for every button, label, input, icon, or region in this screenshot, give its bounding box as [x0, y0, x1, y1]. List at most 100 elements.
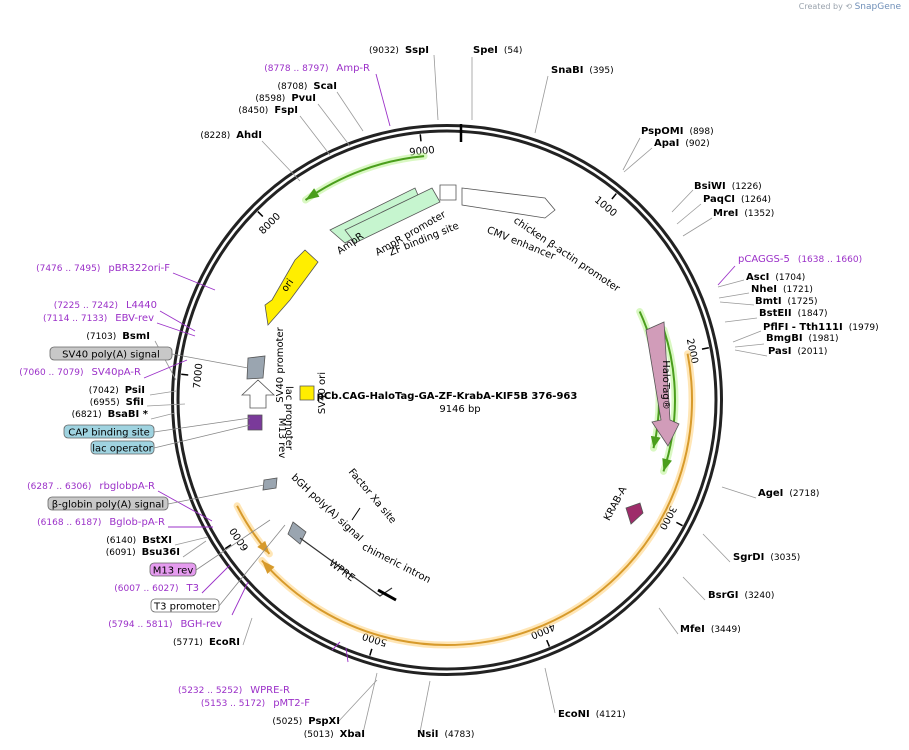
- primer-label: (7476 .. 7495)pBR322ori-F: [36, 263, 170, 274]
- enzyme-pos: (8708): [277, 82, 307, 92]
- box-leader: [171, 353, 249, 369]
- enzyme-leader: [242, 617, 253, 646]
- box-label-bg: [90, 440, 155, 455]
- enzyme-name: ApaI: [654, 138, 679, 149]
- enzyme-leader: [337, 679, 378, 723]
- features-layer: [233, 152, 696, 649]
- enzyme-leader: [734, 349, 768, 357]
- feature-label: chimeric intron: [360, 542, 432, 586]
- primer-leader: [717, 265, 736, 286]
- enzyme-name: MreI: [713, 208, 738, 219]
- primer-range: (7476 .. 7495): [36, 264, 100, 274]
- primer-range: (6287 .. 6306): [27, 482, 91, 492]
- enzyme-label: SpeI(54): [473, 45, 522, 56]
- feature-sv40-ori: [299, 385, 315, 401]
- box-leader: [167, 484, 265, 505]
- enzyme-label: (5771)EcoRI: [173, 637, 240, 648]
- box-label-text: β-globin poly(A) signal: [52, 500, 164, 511]
- box-label-bg: [63, 424, 155, 439]
- primer-range: (7060 .. 7079): [19, 368, 83, 378]
- primer-range: (5794 .. 5811): [108, 620, 172, 630]
- primer-label: (5794 .. 5811)BGH-rev: [108, 619, 222, 630]
- primer-name: EBV-rev: [115, 313, 154, 324]
- primer-range: (7225 .. 7242): [54, 301, 118, 311]
- primer-name: pCAGGS-5: [738, 254, 790, 265]
- box-label-text: SV40 poly(A) signal: [62, 350, 160, 361]
- enzyme-label: AscI(1704): [746, 272, 805, 283]
- feature-ori: [264, 249, 319, 326]
- enzyme-leader: [658, 607, 679, 635]
- enzyme-name: PvuI: [291, 93, 316, 104]
- enzyme-pos: (2011): [797, 347, 827, 357]
- feature-label: M13 rev: [276, 418, 287, 459]
- feature-bgh: [262, 477, 278, 491]
- box-label-bg: [49, 346, 173, 361]
- feature-wpre: [299, 537, 393, 597]
- enzyme-pos: (7103): [86, 332, 116, 342]
- enzyme-leader: [682, 576, 706, 601]
- enzyme-leader: [174, 536, 209, 546]
- enzyme-leader: [623, 147, 653, 173]
- primer-range: (8778 .. 8797): [264, 64, 328, 74]
- primer-label: pCAGGS-5(1638 .. 1660): [738, 254, 862, 265]
- enzyme-label: BmtI(1725): [755, 296, 817, 307]
- enzyme-pos: (7042): [89, 386, 119, 396]
- enzyme-label: (7042) PsiI: [89, 385, 145, 396]
- ruler-tick: [676, 521, 683, 527]
- enzyme-leader: [671, 189, 694, 213]
- enzyme-name: BmgBI: [766, 333, 803, 344]
- enzyme-label: (5013)XbaI: [304, 729, 365, 740]
- enzyme-name: BstEII: [759, 308, 792, 319]
- ruler-tick: [224, 544, 232, 550]
- enzyme-leader: [317, 103, 351, 147]
- ruler-label: 7000: [192, 363, 205, 389]
- primer-leader: [375, 73, 391, 127]
- ruler-label: 1000: [592, 195, 619, 220]
- enzyme-pos: (1226): [732, 182, 762, 192]
- primer-range: (5153 .. 5172): [201, 699, 265, 709]
- primer-leader: [172, 272, 216, 291]
- primer-label: (7225 .. 7242)L4440: [54, 300, 157, 311]
- enzyme-leader: [544, 667, 556, 714]
- enzyme-leader: [719, 301, 755, 306]
- enzyme-pos: (1725): [788, 297, 818, 307]
- enzyme-name: ScaI: [313, 81, 337, 92]
- enzyme-leader: [433, 54, 439, 121]
- enzyme-pos: (8228): [200, 131, 230, 141]
- primer-leader: [231, 581, 249, 616]
- feature-factor-xa: [351, 507, 361, 521]
- enzyme-leader: [150, 412, 176, 420]
- enzyme-name: PsiI: [125, 385, 145, 396]
- enzyme-name: NsiI: [417, 729, 438, 740]
- enzyme-pos: (1352): [744, 209, 774, 219]
- enzyme-name: AhdI: [236, 130, 262, 141]
- enzyme-pos: (8598): [255, 94, 285, 104]
- enzyme-pos: (6140): [106, 536, 136, 546]
- enzyme-label: NsiI(4783): [417, 729, 474, 740]
- enzyme-leader: [149, 390, 177, 396]
- feature-cmv: [461, 187, 556, 219]
- feature-lac-promoter: [240, 379, 276, 409]
- enzyme-name: SspI: [405, 45, 429, 56]
- enzyme-name: PasI: [768, 346, 791, 357]
- feature-label: SV40 promoter: [275, 326, 286, 402]
- primer-leader: [156, 322, 196, 337]
- ruler-tick: [181, 373, 189, 376]
- primer-range: (7114 .. 7133): [43, 314, 107, 324]
- feature-label: chicken β-actin promoter: [511, 215, 622, 295]
- enzyme-label: (6821)BsaBI *: [72, 409, 149, 420]
- enzyme-name: MfeI: [680, 624, 705, 635]
- enzyme-label: (9032)SspI: [369, 45, 429, 56]
- enzyme-leader: [717, 279, 745, 288]
- primer-name: pMT2-F: [273, 698, 310, 709]
- primer-leader: [159, 310, 196, 332]
- enzyme-name: FspI: [274, 105, 298, 116]
- box-leader: [195, 519, 271, 571]
- enzyme-pos: (395): [589, 66, 613, 76]
- enzyme-name: Bsu36I: [142, 547, 180, 558]
- enzyme-name: SgrDI: [733, 552, 764, 563]
- credit-line: Created by ⟲ SnapGene: [799, 2, 901, 12]
- primer-name: Amp-R: [337, 63, 371, 74]
- enzyme-label: SgrDI(3035): [733, 552, 800, 563]
